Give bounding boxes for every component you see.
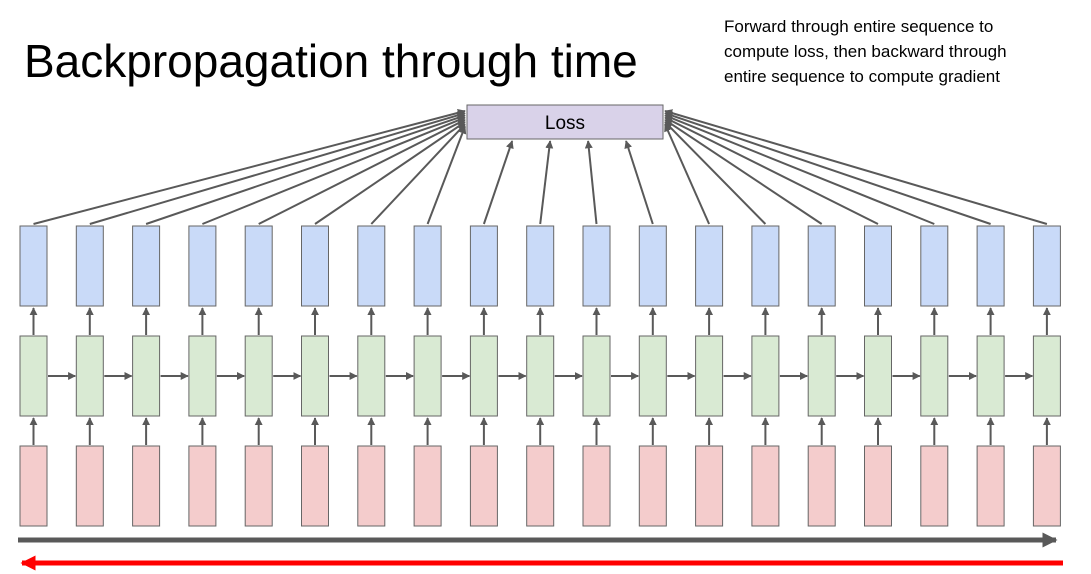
hidden-state-box	[807, 335, 836, 417]
hidden-state-box	[695, 335, 724, 417]
output-box	[301, 225, 329, 307]
output-box	[864, 225, 892, 307]
input-box	[75, 445, 104, 527]
output-to-loss-arrow	[145, 113, 466, 225]
hidden-state-box	[469, 335, 498, 417]
output-to-loss-arrow	[664, 114, 935, 225]
output-to-loss-arrow	[33, 108, 466, 225]
output-to-loss-arrow	[202, 116, 466, 225]
output-box	[413, 225, 442, 307]
output-to-loss-arrow	[624, 140, 654, 225]
input-box	[301, 445, 329, 527]
note-line: Forward through entire sequence to	[724, 17, 994, 36]
note-line: compute loss, then backward through	[724, 42, 1007, 61]
hidden-state-box	[1032, 335, 1061, 417]
output-box	[19, 225, 48, 307]
output-to-loss-arrow	[89, 111, 466, 225]
loss-arrows	[33, 108, 1048, 225]
hidden-state-box	[638, 335, 667, 417]
input-box	[920, 445, 949, 527]
hidden-state-box	[751, 335, 780, 417]
loss-label: Loss	[545, 113, 585, 134]
rnn-cells	[19, 225, 1061, 527]
hidden-state-box	[976, 335, 1005, 417]
output-to-loss-arrow	[664, 118, 823, 225]
input-box	[357, 445, 386, 527]
output-box	[1032, 225, 1061, 307]
hidden-state-box	[413, 335, 442, 417]
input-box	[976, 445, 1005, 527]
output-to-loss-arrow	[664, 123, 711, 225]
output-box	[526, 225, 555, 307]
hidden-state-box	[132, 335, 161, 417]
output-box	[807, 225, 836, 307]
output-to-loss-arrow	[482, 140, 514, 225]
hidden-state-box	[357, 335, 386, 417]
hidden-state-box	[19, 335, 48, 417]
hidden-state-box	[526, 335, 555, 417]
input-box	[695, 445, 724, 527]
input-box	[1032, 445, 1061, 527]
output-to-loss-arrow	[539, 140, 554, 225]
input-box	[751, 445, 780, 527]
output-box	[469, 225, 498, 307]
input-box	[132, 445, 161, 527]
output-box	[976, 225, 1005, 307]
output-to-loss-arrow	[426, 125, 467, 225]
output-box	[638, 225, 667, 307]
loss-box	[466, 104, 664, 140]
input-box	[188, 445, 217, 527]
input-box	[526, 445, 555, 527]
output-to-loss-arrow	[370, 123, 466, 225]
input-box	[244, 445, 273, 527]
output-box	[188, 225, 217, 307]
hidden-state-box	[244, 335, 273, 417]
input-box	[638, 445, 667, 527]
input-box	[469, 445, 498, 527]
input-box	[413, 445, 442, 527]
input-box	[19, 445, 48, 527]
output-box	[75, 225, 104, 307]
output-box	[244, 225, 273, 307]
hidden-state-box	[188, 335, 217, 417]
output-to-loss-arrow	[258, 118, 466, 225]
loss-node: Loss	[466, 104, 664, 140]
hidden-state-box	[864, 335, 892, 417]
explanation-note: Forward through entire sequence to compu…	[724, 14, 1007, 89]
output-box	[920, 225, 949, 307]
output-to-loss-arrow	[664, 109, 1048, 225]
output-box	[695, 225, 724, 307]
output-box	[132, 225, 161, 307]
output-box	[357, 225, 386, 307]
hidden-state-box	[920, 335, 949, 417]
diagram-title: Backpropagation through time	[24, 35, 638, 87]
output-to-loss-arrow	[584, 140, 598, 225]
hidden-state-box	[75, 335, 104, 417]
hidden-state-box	[582, 335, 611, 417]
output-to-loss-arrow	[314, 121, 466, 225]
input-box	[807, 445, 836, 527]
output-to-loss-arrow	[664, 121, 767, 225]
output-box	[582, 225, 611, 307]
input-box	[582, 445, 611, 527]
output-to-loss-arrow	[664, 111, 991, 225]
output-box	[751, 225, 780, 307]
note-line: entire sequence to compute gradient	[724, 67, 1000, 86]
input-box	[864, 445, 892, 527]
hidden-state-box	[301, 335, 329, 417]
output-to-loss-arrow	[664, 116, 879, 225]
